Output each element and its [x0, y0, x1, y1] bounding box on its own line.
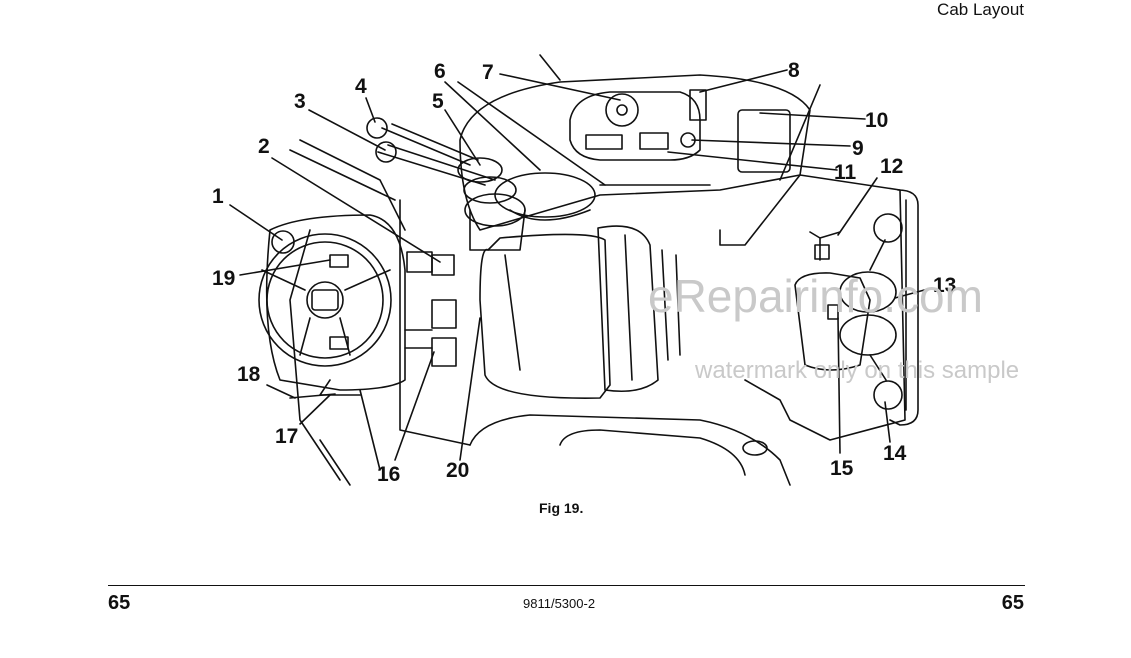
callout-label: 1 — [212, 185, 224, 208]
callout-labels: 1 2 3 4 5 6 7 8 9 10 11 12 13 14 15 16 1… — [212, 59, 956, 486]
callout-label: 16 — [377, 463, 400, 486]
callout-label: 19 — [212, 267, 235, 290]
callout-label: 11 — [834, 161, 857, 184]
callout-label: 5 — [432, 90, 444, 113]
callout-label: 7 — [482, 61, 494, 84]
document-number: 9811/5300-2 — [523, 596, 596, 611]
footer-divider — [108, 585, 1025, 586]
callout-label: 10 — [865, 109, 888, 132]
callout-label: 4 — [355, 75, 367, 98]
callout-label: 13 — [933, 274, 956, 297]
callout-label: 18 — [237, 363, 261, 386]
page-number-right: 65 — [1001, 592, 1024, 614]
callout-label: 2 — [258, 135, 270, 158]
section-title: Cab Layout — [937, 0, 1024, 19]
callout-label: 3 — [294, 90, 306, 113]
callout-label: 12 — [880, 155, 903, 178]
callout-label: 6 — [434, 60, 446, 83]
watermark-sub: watermark only on this sample — [694, 357, 1019, 384]
figure-caption: Fig 19. — [539, 500, 584, 516]
callout-label: 9 — [852, 137, 864, 160]
watermark-main: eRepairinfo.com — [648, 270, 983, 322]
callout-label: 15 — [830, 457, 854, 480]
page-number-left: 65 — [108, 592, 131, 614]
callout-label: 17 — [275, 425, 298, 448]
cab-layout-diagram: 1 2 3 4 5 6 7 8 9 10 11 12 13 14 15 16 1… — [212, 54, 1019, 486]
callout-label: 14 — [883, 442, 907, 465]
callout-label: 8 — [788, 59, 800, 82]
callout-label: 20 — [446, 459, 469, 482]
